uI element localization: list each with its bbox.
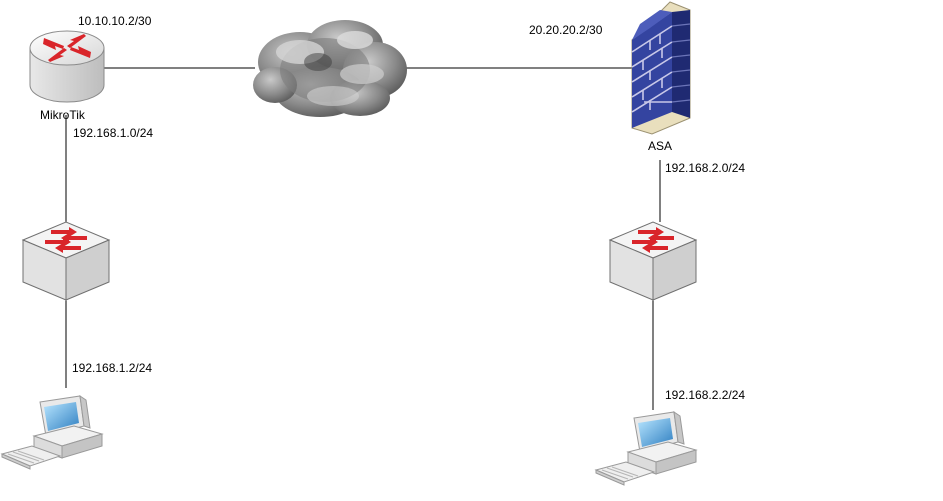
firewall-wan-ip-label: 20.20.20.2/30 [529, 23, 603, 37]
cloud-icon [253, 20, 407, 117]
pc-right-ip-label: 192.168.2.2/24 [665, 388, 746, 402]
router-icon [29, 30, 105, 103]
firewall-name-label: ASA [648, 139, 673, 153]
switch-icon [22, 221, 110, 301]
computer-icon [595, 411, 697, 486]
router-wan-ip-label: 10.10.10.2/30 [78, 14, 152, 28]
computer-icon [1, 395, 103, 470]
pc-left-ip-label: 192.168.1.2/24 [72, 361, 153, 375]
router-lan-net-label: 192.168.1.0/24 [73, 126, 154, 140]
firewall-icon [631, 1, 691, 135]
switch-icon [609, 221, 697, 301]
router-name-label: MikroTik [40, 108, 85, 122]
firewall-lan-net-label: 192.168.2.0/24 [665, 161, 746, 175]
